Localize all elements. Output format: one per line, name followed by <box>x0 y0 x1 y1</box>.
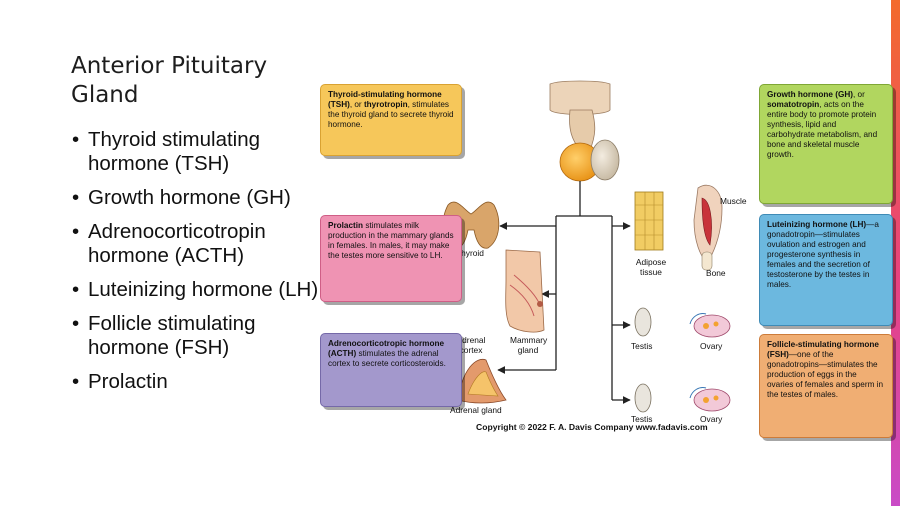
gh-info-box: Growth hormone (GH), or somatotropin, ac… <box>759 84 893 204</box>
label-bone: Bone <box>706 268 726 278</box>
bullet-text: Growth hormone (GH) <box>88 186 291 209</box>
adipose-tissue-illustration <box>634 191 664 251</box>
gh-alt-term: somatotropin <box>767 100 820 109</box>
bullet-dot: • <box>72 278 80 301</box>
tsh-joiner: , or <box>349 100 364 109</box>
ovary-illustration-2 <box>689 387 731 412</box>
bullet-dot: • <box>72 128 80 151</box>
prolactin-description: stimulates milk production in the mammar… <box>328 221 454 260</box>
gh-joiner: , or <box>852 90 865 99</box>
bullet-dot: • <box>72 312 80 335</box>
bullet-text: Thyroid stimulating hormone (TSH) <box>88 128 261 175</box>
fsh-info-box: Follicle-stimulating hormone (FSH)—one o… <box>759 334 893 438</box>
bullet-text: Adrenocorticotropin hormone (ACTH) <box>88 220 266 267</box>
label-ovary-2: Ovary <box>700 414 723 424</box>
acth-term: Adrenocorticotropic hormone (ACTH) <box>328 339 444 358</box>
tsh-info-box: Thyroid-stimulating hormone (TSH), or th… <box>320 84 462 156</box>
pituitary-gland-illustration <box>549 80 620 182</box>
label-adrenal-cortex: Adrenal cortex <box>456 335 486 355</box>
ovary-illustration-1 <box>689 313 731 338</box>
label-thyroid: Thyroid <box>456 248 484 258</box>
bullet-item-fsh: • Follicle stimulating hormone (FSH) <box>70 312 320 360</box>
label-testis-2: Testis <box>631 414 653 424</box>
gh-description: , acts on the entire body to promote pro… <box>767 100 878 159</box>
testis-illustration-1 <box>634 307 652 337</box>
label-testis-1: Testis <box>631 341 653 351</box>
label-ovary-1: Ovary <box>700 341 723 351</box>
acth-info-box: Adrenocorticotropic hormone (ACTH) stimu… <box>320 333 462 407</box>
label-adrenal-gland: Adrenal gland <box>450 405 502 415</box>
bullet-item-tsh: • Thyroid stimulating hormone (TSH) <box>70 128 320 176</box>
slide-accent-bar <box>891 0 900 506</box>
bullet-item-acth: • Adrenocorticotropin hormone (ACTH) <box>70 220 320 268</box>
lh-description: —a gonadotropin—stimulates ovulation and… <box>767 220 879 289</box>
lh-term: Luteinizing hormone (LH) <box>767 220 867 229</box>
bullet-list: • Thyroid stimulating hormone (TSH) • Grow… <box>70 128 320 404</box>
tsh-description: , stimulates the thyroid gland to secret… <box>328 100 454 129</box>
bullet-dot: • <box>72 370 80 393</box>
prolactin-info-box: Prolactin stimulates milk production in … <box>320 215 462 302</box>
prolactin-term: Prolactin <box>328 221 364 230</box>
lh-info-box: Luteinizing hormone (LH)—a gonadotropin—… <box>759 214 893 326</box>
bullet-item-gh: • Growth hormone (GH) <box>70 186 320 210</box>
fsh-description: —one of the gonadotropins—stimulates the… <box>767 350 884 399</box>
adrenal-gland-illustration <box>457 358 507 404</box>
label-mammary-gland: Mammary gland <box>510 335 548 355</box>
copyright-notice: Copyright © 2022 F. A. Davis Company www… <box>476 422 708 432</box>
slide-title: Anterior Pituitary Gland <box>71 53 268 108</box>
bullet-dot: • <box>72 220 80 243</box>
gh-term: Growth hormone (GH) <box>767 90 853 99</box>
tsh-alt-term: thyrotropin <box>363 100 408 109</box>
bullet-text: Luteinizing hormone (LH) <box>88 278 319 301</box>
bullet-text: Follicle stimulating hormone (FSH) <box>88 312 256 359</box>
muscle-bone-illustration <box>693 184 723 271</box>
bullet-text: Prolactin <box>88 370 168 393</box>
mammary-gland-illustration <box>505 249 545 333</box>
label-muscle: Muscle <box>720 196 747 206</box>
label-adipose-tissue: Adipose tissue <box>635 257 667 277</box>
testis-illustration-2 <box>634 383 652 413</box>
bullet-item-prolactin: • Prolactin <box>70 370 320 394</box>
pituitary-diagram <box>442 80 731 413</box>
bullet-dot: • <box>72 186 80 209</box>
bullet-item-lh: • Luteinizing hormone (LH) <box>70 278 320 302</box>
tsh-term: Thyroid-stimulating hormone (TSH) <box>328 90 442 109</box>
acth-description: stimulates the adrenal cortex to secrete… <box>328 349 446 368</box>
connector-lines <box>497 181 631 404</box>
fsh-term: Follicle-stimulating hormone (FSH) <box>767 340 879 359</box>
